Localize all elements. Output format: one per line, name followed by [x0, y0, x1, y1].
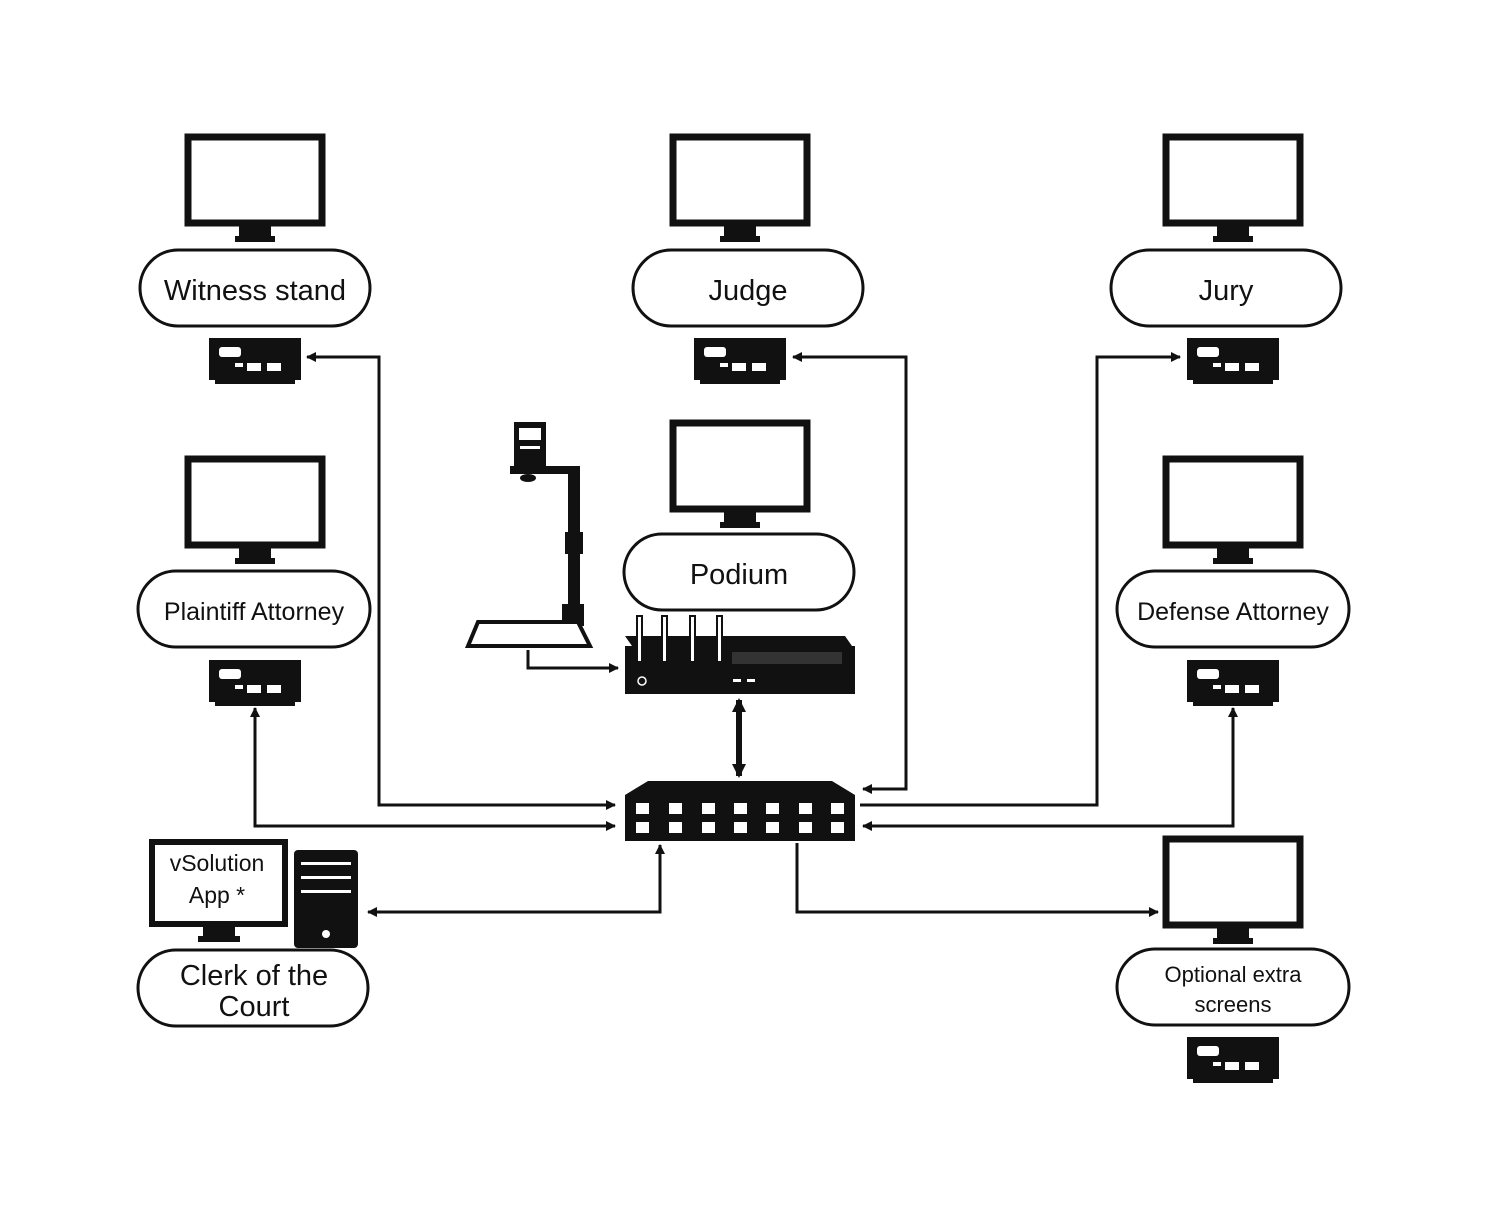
defense-label-pill	[1115, 569, 1351, 649]
clerk-label-pill	[136, 948, 370, 1028]
jury-label-pill	[1109, 248, 1343, 328]
plaintiff-link	[250, 707, 616, 831]
defense-station: Defense Attorney	[1115, 459, 1351, 706]
witness-receiver-icon	[209, 338, 301, 384]
plaintiff-monitor-icon	[188, 459, 322, 564]
judge-label-pill	[631, 248, 865, 328]
optional-receiver-icon	[1187, 1037, 1279, 1083]
connections	[250, 352, 1238, 917]
witness-label: Witness stand	[164, 275, 346, 307]
jury-label: Jury	[1199, 275, 1254, 307]
optional-label-line2: screens	[1194, 992, 1271, 1017]
judge-monitor-icon	[673, 137, 807, 242]
plaintiff-station: Plaintiff Attorney	[136, 459, 372, 706]
judge-label: Judge	[708, 275, 787, 307]
plaintiff-label: Plaintiff Attorney	[164, 598, 345, 626]
clerk-monitor-icon	[149, 839, 288, 927]
judge-receiver-icon	[694, 338, 786, 384]
app-screen-line2: App *	[189, 882, 245, 908]
podium-monitor-icon	[673, 423, 807, 528]
judge-station: Judge	[631, 137, 865, 384]
podium-controller-icon	[625, 615, 855, 694]
witness-monitor-icon	[188, 137, 322, 242]
app-screen-line1: vSolution	[170, 850, 265, 876]
optional-label-pill	[1115, 947, 1351, 1027]
jury-receiver-icon	[1187, 338, 1279, 384]
defense-label: Defense Attorney	[1137, 598, 1329, 626]
clerk-label-line2: Court	[219, 991, 290, 1023]
defense-monitor-icon	[1166, 459, 1300, 564]
optional-monitor-icon	[1166, 839, 1300, 944]
witness-label-pill	[138, 248, 372, 328]
optional-station: Optional extra screens	[1115, 839, 1351, 1083]
podium-station: Podium	[622, 423, 856, 612]
defense-receiver-icon	[1187, 660, 1279, 706]
plaintiff-receiver-icon	[209, 660, 301, 706]
podium-label: Podium	[690, 559, 788, 591]
document-camera-icon	[465, 422, 594, 648]
optional-label-line1: Optional extra	[1165, 962, 1303, 987]
camera-link	[526, 650, 619, 673]
clerk-station: vSolution App * Clerk of the Court	[136, 839, 370, 1028]
optional-link	[795, 843, 1159, 917]
defense-link	[862, 707, 1238, 831]
jury-station: Jury	[1109, 137, 1343, 384]
desktop-tower-icon	[294, 850, 358, 948]
witness-station: Witness stand	[138, 137, 372, 384]
jury-monitor-icon	[1166, 137, 1300, 242]
clerk-label-line1: Clerk of the	[180, 960, 328, 992]
clerk-link	[367, 844, 665, 917]
network-switch-icon	[625, 781, 855, 841]
